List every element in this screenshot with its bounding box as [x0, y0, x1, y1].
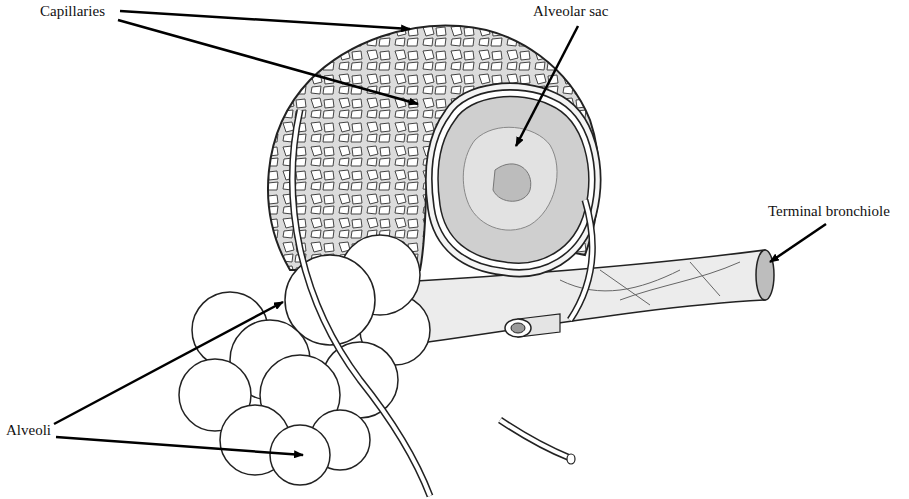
alveolar-sac-label: Alveolar sac: [533, 2, 608, 20]
capillaries-label: Capillaries: [40, 2, 105, 20]
bronchiole-label: Terminal bronchiole: [768, 202, 890, 220]
alveoli-label: Alveoli: [6, 421, 51, 439]
